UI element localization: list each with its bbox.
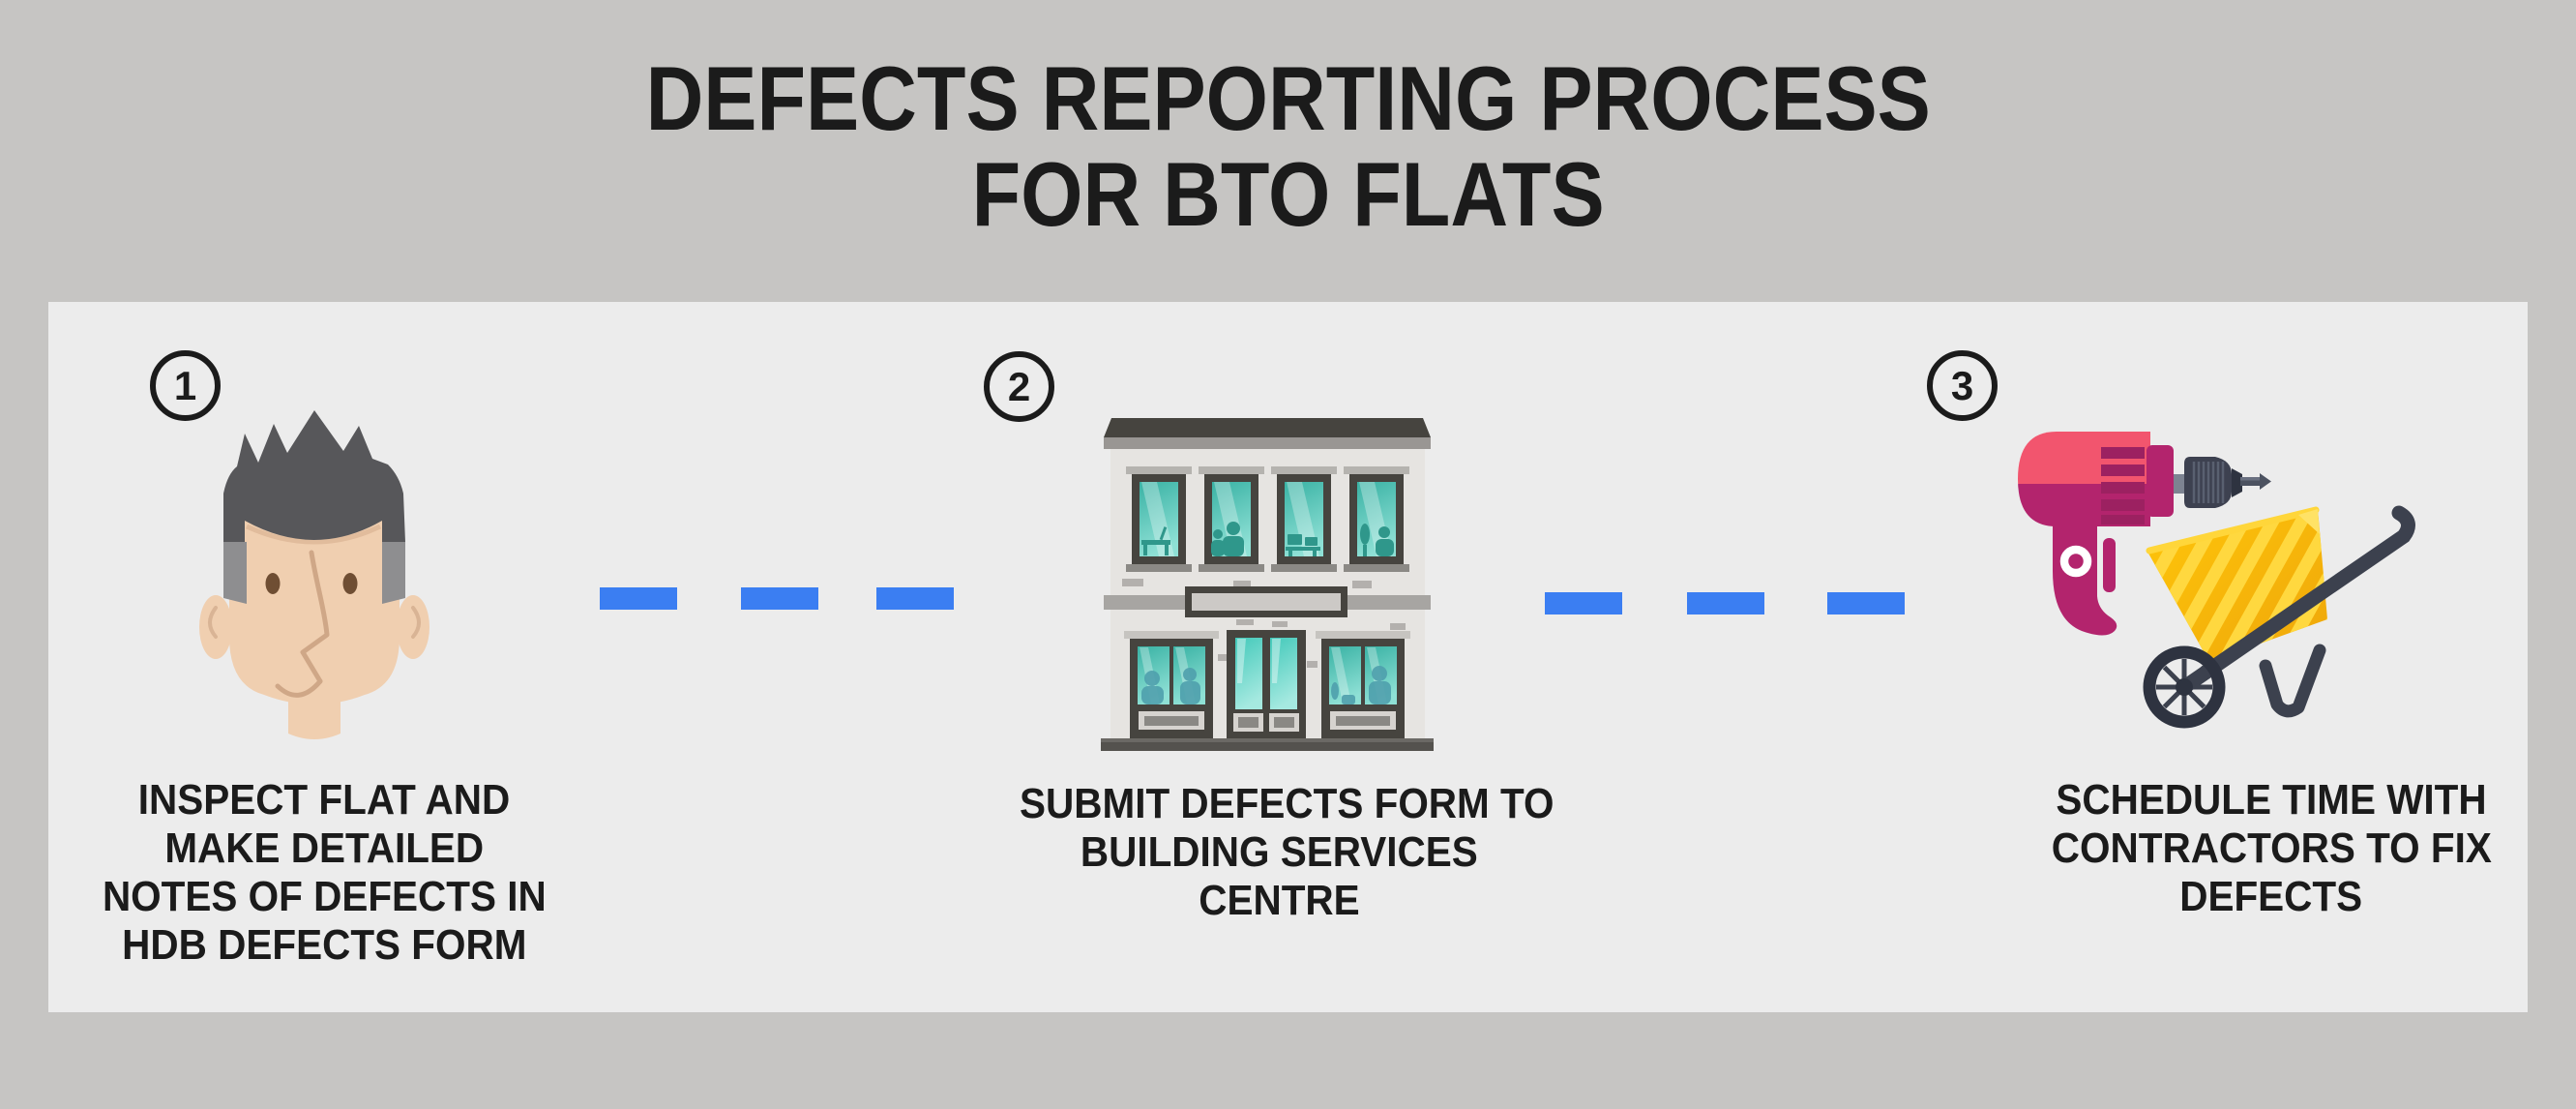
connector-dash-icon [741,587,818,610]
connector-dash-icon [876,587,954,610]
step-2-caption: SUBMIT DEFECTS FORM TO BUILDING SERVICES… [996,780,1562,925]
building-icon [1098,416,1436,755]
connector-dash-icon [1687,592,1764,614]
page-title-line-2: FOR BTO FLATS [971,143,1605,245]
page-title-line-1: DEFECTS REPORTING PROCESS [645,47,1931,149]
caption-line: DEFECTS [2179,873,2363,920]
man-face-icon [198,405,430,753]
drill-and-wheelbarrow-icon [2012,426,2428,745]
caption-line: SUBMIT DEFECTS FORM TO [1020,780,1554,827]
connector-dash-icon [1827,592,1905,614]
caption-line: BUILDING SERVICES [1081,828,1478,876]
step-3-caption: SCHEDULE TIME WITH CONTRACTORS TO FIX DE… [2020,776,2523,921]
caption-line: CENTRE [1199,877,1360,924]
caption-line: CONTRACTORS TO FIX [2051,824,2492,872]
caption-line: MAKE DETAILED [164,824,484,872]
caption-line: INSPECT FLAT AND [137,776,511,824]
caption-line: SCHEDULE TIME WITH [2056,776,2487,824]
step-2-number-badge: 2 [984,351,1054,422]
caption-line: NOTES OF DEFECTS IN [102,873,547,920]
drill-icon [2018,432,2271,636]
step-1-number-badge: 1 [150,350,221,421]
step-1-caption: INSPECT FLAT AND MAKE DETAILED NOTES OF … [68,776,580,970]
step-3-number-badge: 3 [1927,350,1998,421]
caption-line: HDB DEFECTS FORM [121,921,527,969]
connector-dash-icon [1545,592,1622,614]
page-title: DEFECTS REPORTING PROCESS FOR BTO FLATS [0,50,2576,242]
connector-dash-icon [600,587,677,610]
